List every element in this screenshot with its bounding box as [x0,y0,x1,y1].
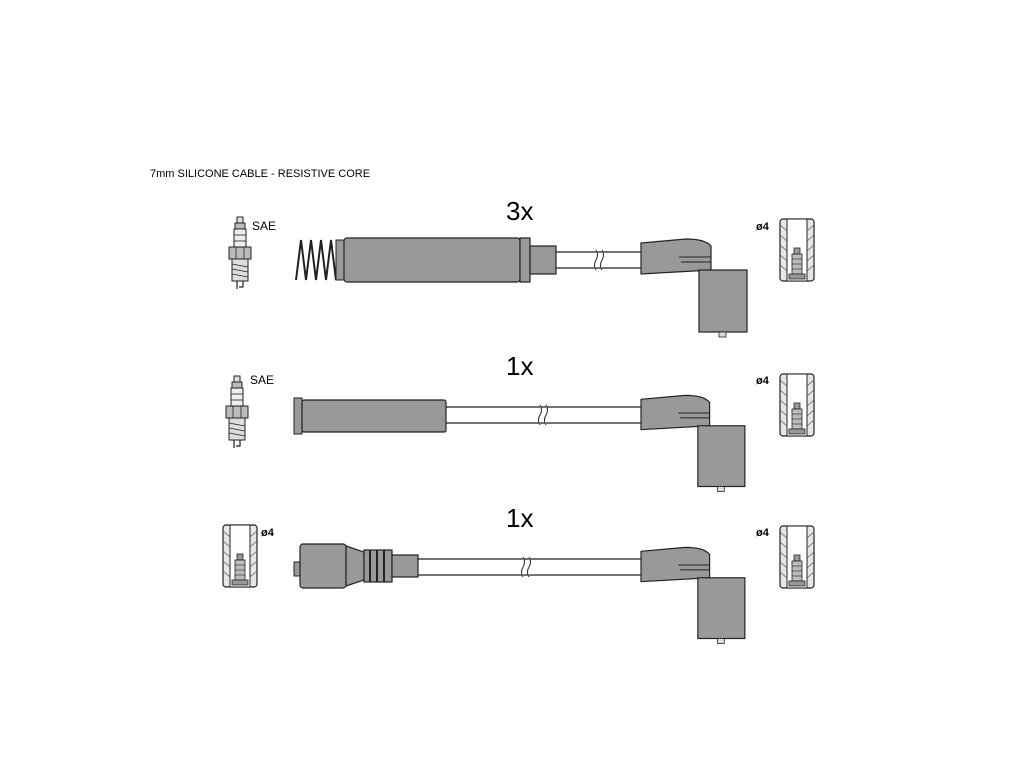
row-3-left-terminal [222,524,258,588]
row-2-cable [446,404,641,426]
row-1-angled-boot [640,238,748,338]
row-3-left-label: ø4 [261,527,275,539]
diagram-title: 7mm SILICONE CABLE - RESISTIVE CORE [150,168,370,180]
row-1-quantity: 3x [506,196,533,226]
cable-row-2: 1x SAE ø4 [225,351,815,493]
row-1-left-label: SAE [252,219,276,233]
row-1-terminal [779,218,815,282]
row-2-spark-plug [225,375,249,449]
row-2-left-label: SAE [250,373,274,387]
row-3-quantity: 1x [506,503,533,533]
row-1-spark-plug [228,216,252,290]
row-3-right-terminal [779,525,815,589]
row-2-quantity: 1x [506,351,533,381]
row-3-angled-boot [640,546,746,645]
row-1-right-label: ø4 [756,221,770,233]
row-2-angled-boot [640,394,746,493]
row-1-spring-boot [295,237,557,283]
row-2-straight-boot [293,397,447,435]
cable-row-3: 1x ø4 ø4 [222,503,815,645]
row-2-terminal [779,373,815,437]
row-2-right-label: ø4 [756,375,770,387]
cable-row-1: 3x SAE ø4 [228,196,815,338]
row-1-cable [556,249,641,271]
row-3-right-label: ø4 [756,527,770,539]
row-3-straight-boot [293,543,419,589]
row-3-cable [418,556,641,578]
